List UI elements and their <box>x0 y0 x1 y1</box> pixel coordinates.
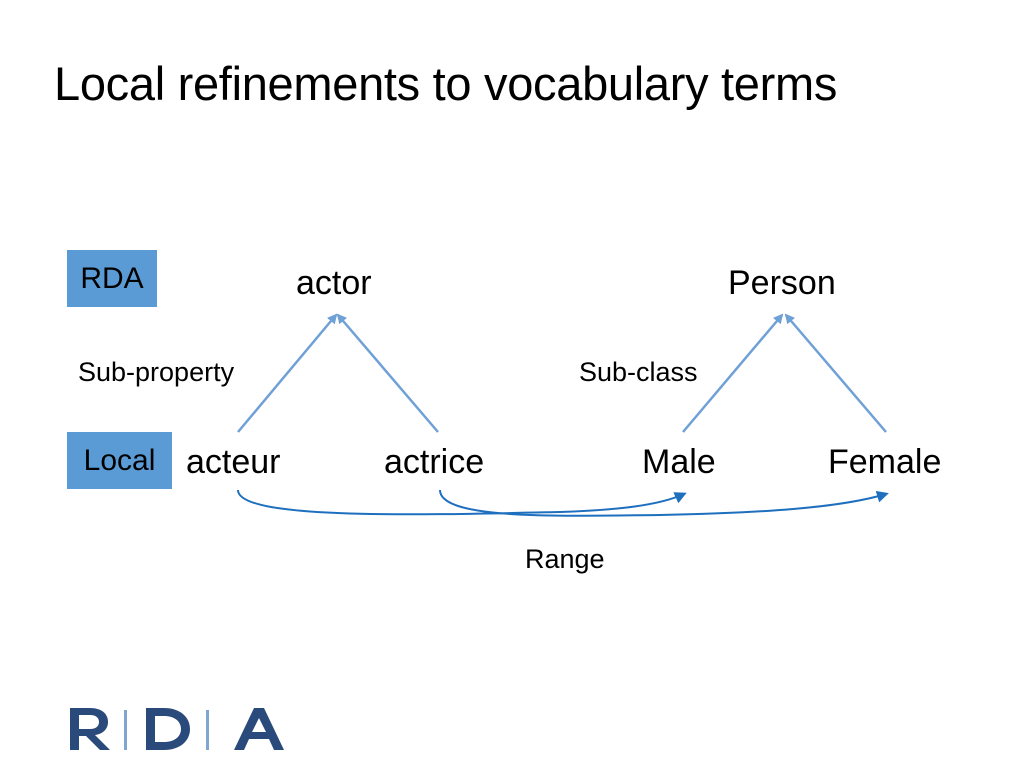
arrow-female-to-person <box>784 313 887 433</box>
rda-box-label: RDA <box>80 261 144 295</box>
arrow-acteur-to-actor <box>237 313 338 433</box>
term-acteur: acteur <box>186 443 281 481</box>
label-sub-property: Sub-property <box>78 357 235 387</box>
term-actor: actor <box>296 264 372 302</box>
term-female: Female <box>828 443 942 481</box>
term-male: Male <box>642 443 716 481</box>
slide-title: Local refinements to vocabulary terms <box>54 57 838 110</box>
local-box: Local <box>67 432 172 489</box>
rda-box: RDA <box>67 250 157 307</box>
label-range: Range <box>525 544 605 574</box>
arrow-acteur-range-male <box>237 489 687 516</box>
arrow-actrice-to-actor <box>336 313 439 433</box>
term-person: Person <box>728 264 836 302</box>
rda-logo <box>70 708 284 750</box>
arrow-actrice-range-female <box>439 489 889 517</box>
arrow-male-to-person <box>682 313 784 433</box>
term-actrice: actrice <box>384 443 485 481</box>
label-sub-class: Sub-class <box>579 357 698 387</box>
local-box-label: Local <box>83 443 156 477</box>
